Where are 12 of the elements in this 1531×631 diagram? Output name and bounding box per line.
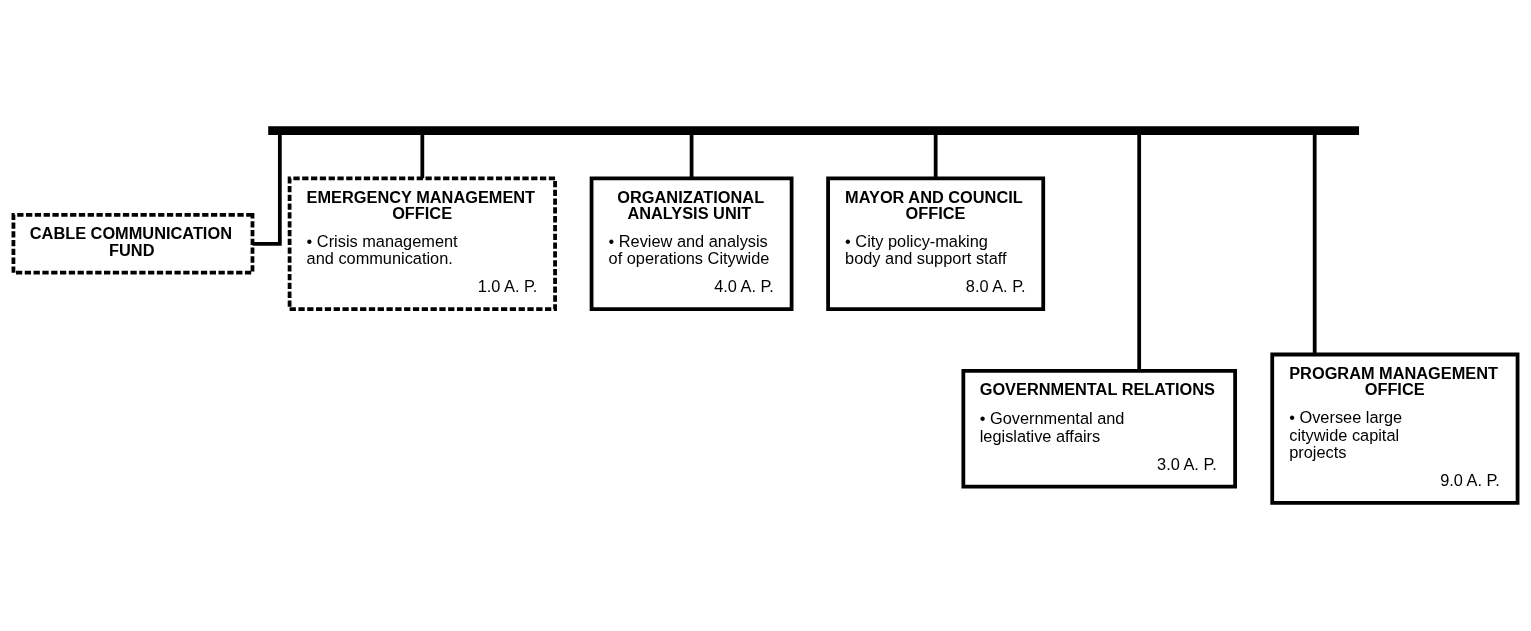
connector bbox=[933, 133, 938, 179]
node-box: GOVERNMENTAL RELATIONS • Governmental and legislative affairs 3.0 A. P. bbox=[961, 368, 1237, 489]
node-bar bbox=[268, 126, 1360, 135]
node-box: PROGRAM MANAGEMENT OFFICE • Oversee large citywide capital projects 9.0 A. P. bbox=[1270, 352, 1520, 505]
connector bbox=[1312, 133, 1317, 355]
node-box: EMERGENCY MANAGEMENT OFFICE • Crisis management and communication. 1.0 A. P. bbox=[287, 176, 557, 312]
node-box: CABLE COMMUNICATION FUND bbox=[11, 212, 255, 275]
node-box: MAYOR AND COUNCIL OFFICE • City policy-making body and support staff 8.0 A. P. bbox=[826, 176, 1046, 312]
connector bbox=[1137, 133, 1142, 371]
connector bbox=[689, 133, 694, 179]
connector bbox=[420, 133, 425, 179]
node-box: ORGANIZATIONAL ANALYSIS UNIT • Review and analysis of operations Citywide 4.0 A. P. bbox=[589, 176, 794, 312]
